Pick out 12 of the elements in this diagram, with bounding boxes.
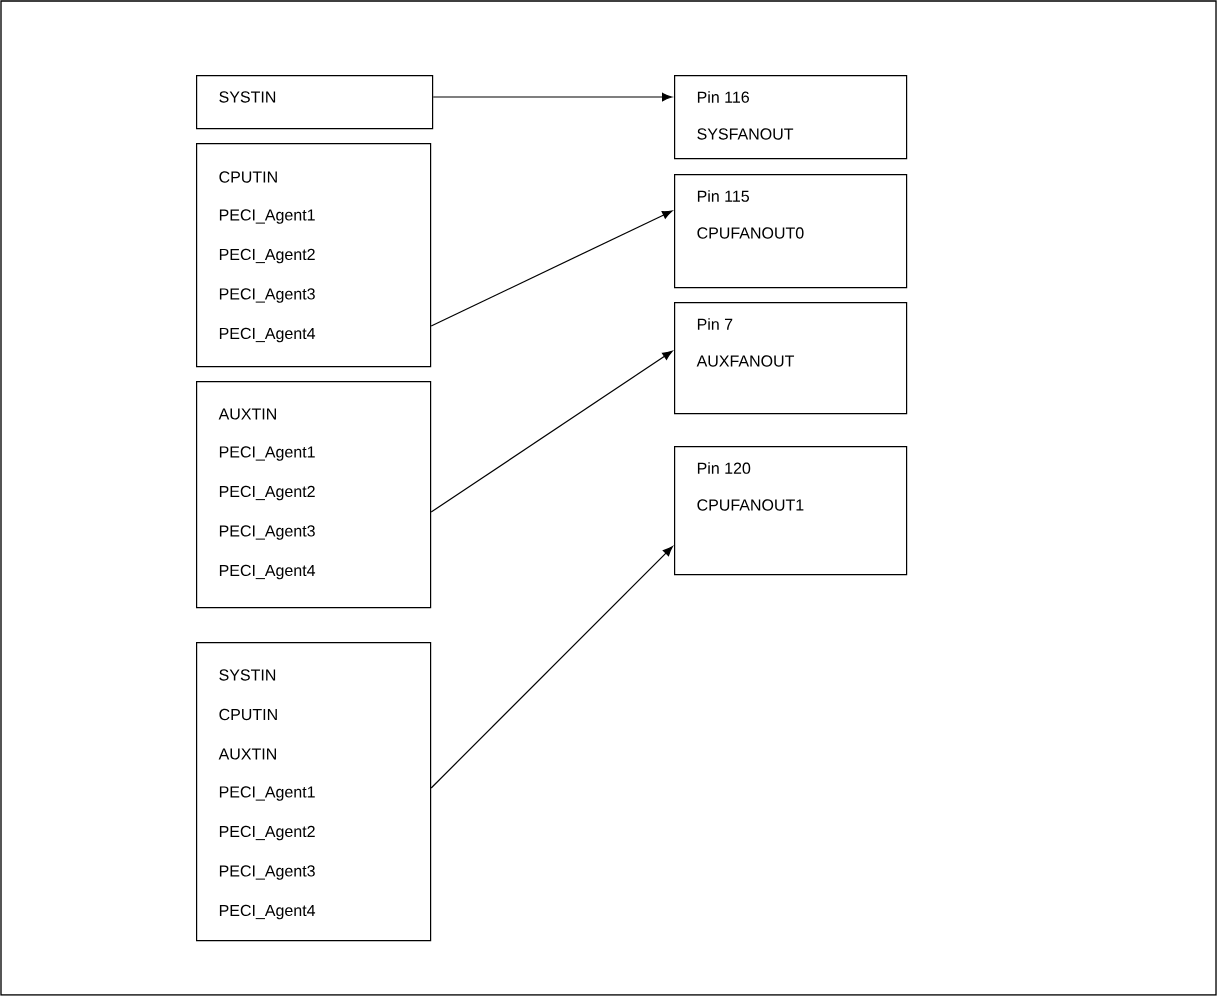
arrow [430,546,673,789]
signal-box: CPUTIN PECI_Agent1 PECI_Agent2 PECI_Agent3 PECI_Agent4 [196,143,432,368]
pin-box: Pin 120 CPUFANOUT1 [674,446,908,576]
signal-box: AUXTIN PECI_Agent1 PECI_Agent2 PECI_Agent3 PECI_Agent4 [196,381,432,609]
signal-box: SYSTIN CPUTIN AUXTIN PECI_Agent1 PECI_Agent2 PECI_Agent3 PECI_Agent4 [196,642,432,942]
arrow [430,350,673,513]
signal-box: SYSTIN [196,75,434,130]
pin-box: Pin 7 AUXFANOUT [674,302,908,415]
pin-box: Pin 115 CPUFANOUT0 [674,174,908,289]
arrow [430,210,673,327]
pin-box: Pin 116 SYSFANOUT [674,75,908,160]
arrow [432,92,673,102]
